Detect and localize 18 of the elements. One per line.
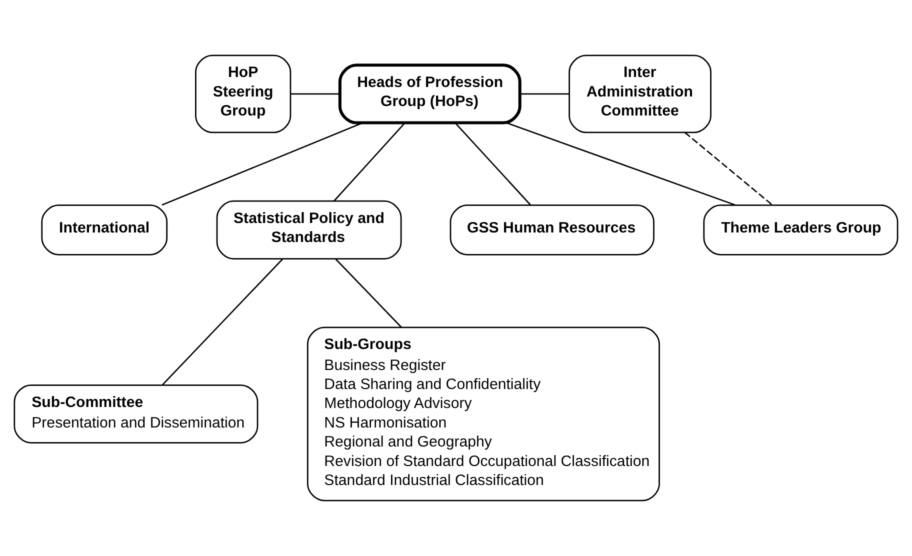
connector [684, 132, 773, 206]
node-box: Sub-Groups Business Register Data Sharing and Confidentiality Methodology Advisory NS Harmonisation Regional and Geography Revision of Standard Occupational Classification Standard Industrial Classification [306, 326, 660, 502]
node-box: GSS Human Resources [450, 204, 654, 256]
connector [454, 122, 532, 206]
node-box: Statistical Policy and Standards [216, 200, 402, 260]
node-box: International [41, 204, 168, 256]
connector [334, 122, 406, 202]
connector [290, 93, 340, 95]
connector [335, 258, 402, 328]
connector [162, 122, 363, 206]
connector [162, 258, 284, 386]
node-box: Heads of Profession Group (HoPs) [338, 64, 522, 124]
node-box: Sub-Committee Presentation and Dissemination [14, 384, 258, 444]
node-box: Theme Leaders Group [703, 204, 898, 256]
connector [520, 93, 569, 95]
node-box: HoP Steering Group [195, 54, 292, 134]
connector [506, 122, 736, 206]
node-box: Inter Administration Committee [568, 54, 712, 134]
